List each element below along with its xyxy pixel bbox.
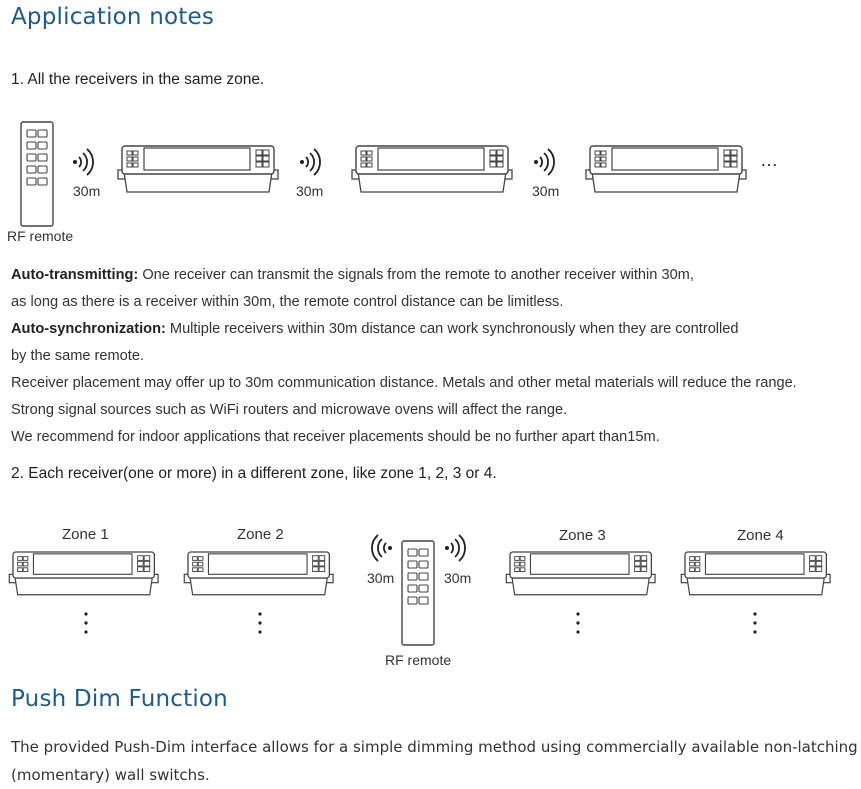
receiver-icon: [8, 551, 159, 596]
vertical-ellipsis: [576, 612, 580, 634]
zone-label: Zone 1: [62, 526, 109, 543]
section2-heading: 2. Each receiver(one or more) in a diffe…: [11, 465, 497, 482]
signal-icon: [371, 534, 393, 562]
paragraph-line: by the same remote.: [11, 348, 145, 364]
page-title: Application notes: [11, 4, 215, 30]
distance-label: 30m: [444, 570, 472, 586]
ellipsis: …: [760, 150, 778, 170]
receiver-icon: [680, 551, 831, 596]
zone-label: Zone 4: [737, 527, 784, 544]
push-dim-description: The provided Push-Dim interface allows f…: [11, 733, 858, 789]
receiver-icon: [505, 551, 656, 596]
receiver-icon: [183, 551, 334, 596]
description-block: Auto-transmitting: One receiver can tran…: [11, 262, 797, 451]
paragraph-line: Strong signal sources such as WiFi route…: [11, 402, 568, 418]
signal-icon: [444, 534, 466, 562]
zone-label: Zone 3: [559, 527, 606, 544]
distance-label: 30m: [367, 570, 395, 586]
rf-remote-label: RF remote: [385, 652, 452, 668]
paragraph-line: Auto-transmitting: One receiver can tran…: [11, 267, 694, 283]
rf-remote-label: RF remote: [7, 228, 74, 244]
paragraph-line: Receiver placement may offer up to 30m c…: [11, 375, 797, 391]
rf-remote-icon: [401, 540, 435, 646]
zone-label: Zone 2: [237, 526, 284, 543]
description-line: The provided Push-Dim interface allows f…: [11, 738, 858, 756]
vertical-ellipsis: [84, 612, 88, 634]
section1-heading: 1. All the receivers in the same zone.: [11, 71, 265, 88]
description-line: (momentary) wall switchs.: [11, 766, 210, 784]
paragraph-line: Auto-synchronization: Multiple receivers…: [11, 321, 739, 337]
vertical-ellipsis: [753, 612, 757, 634]
push-dim-title: Push Dim Function: [11, 686, 228, 712]
vertical-ellipsis: [258, 612, 262, 634]
paragraph-line: as long as there is a receiver within 30…: [11, 294, 564, 310]
paragraph-line: We recommend for indoor applications tha…: [11, 429, 660, 445]
distance-label: 30m: [73, 183, 101, 199]
distance-label: 30m: [296, 183, 324, 199]
distance-label: 30m: [532, 183, 560, 199]
zones-diagram: [8, 534, 831, 646]
